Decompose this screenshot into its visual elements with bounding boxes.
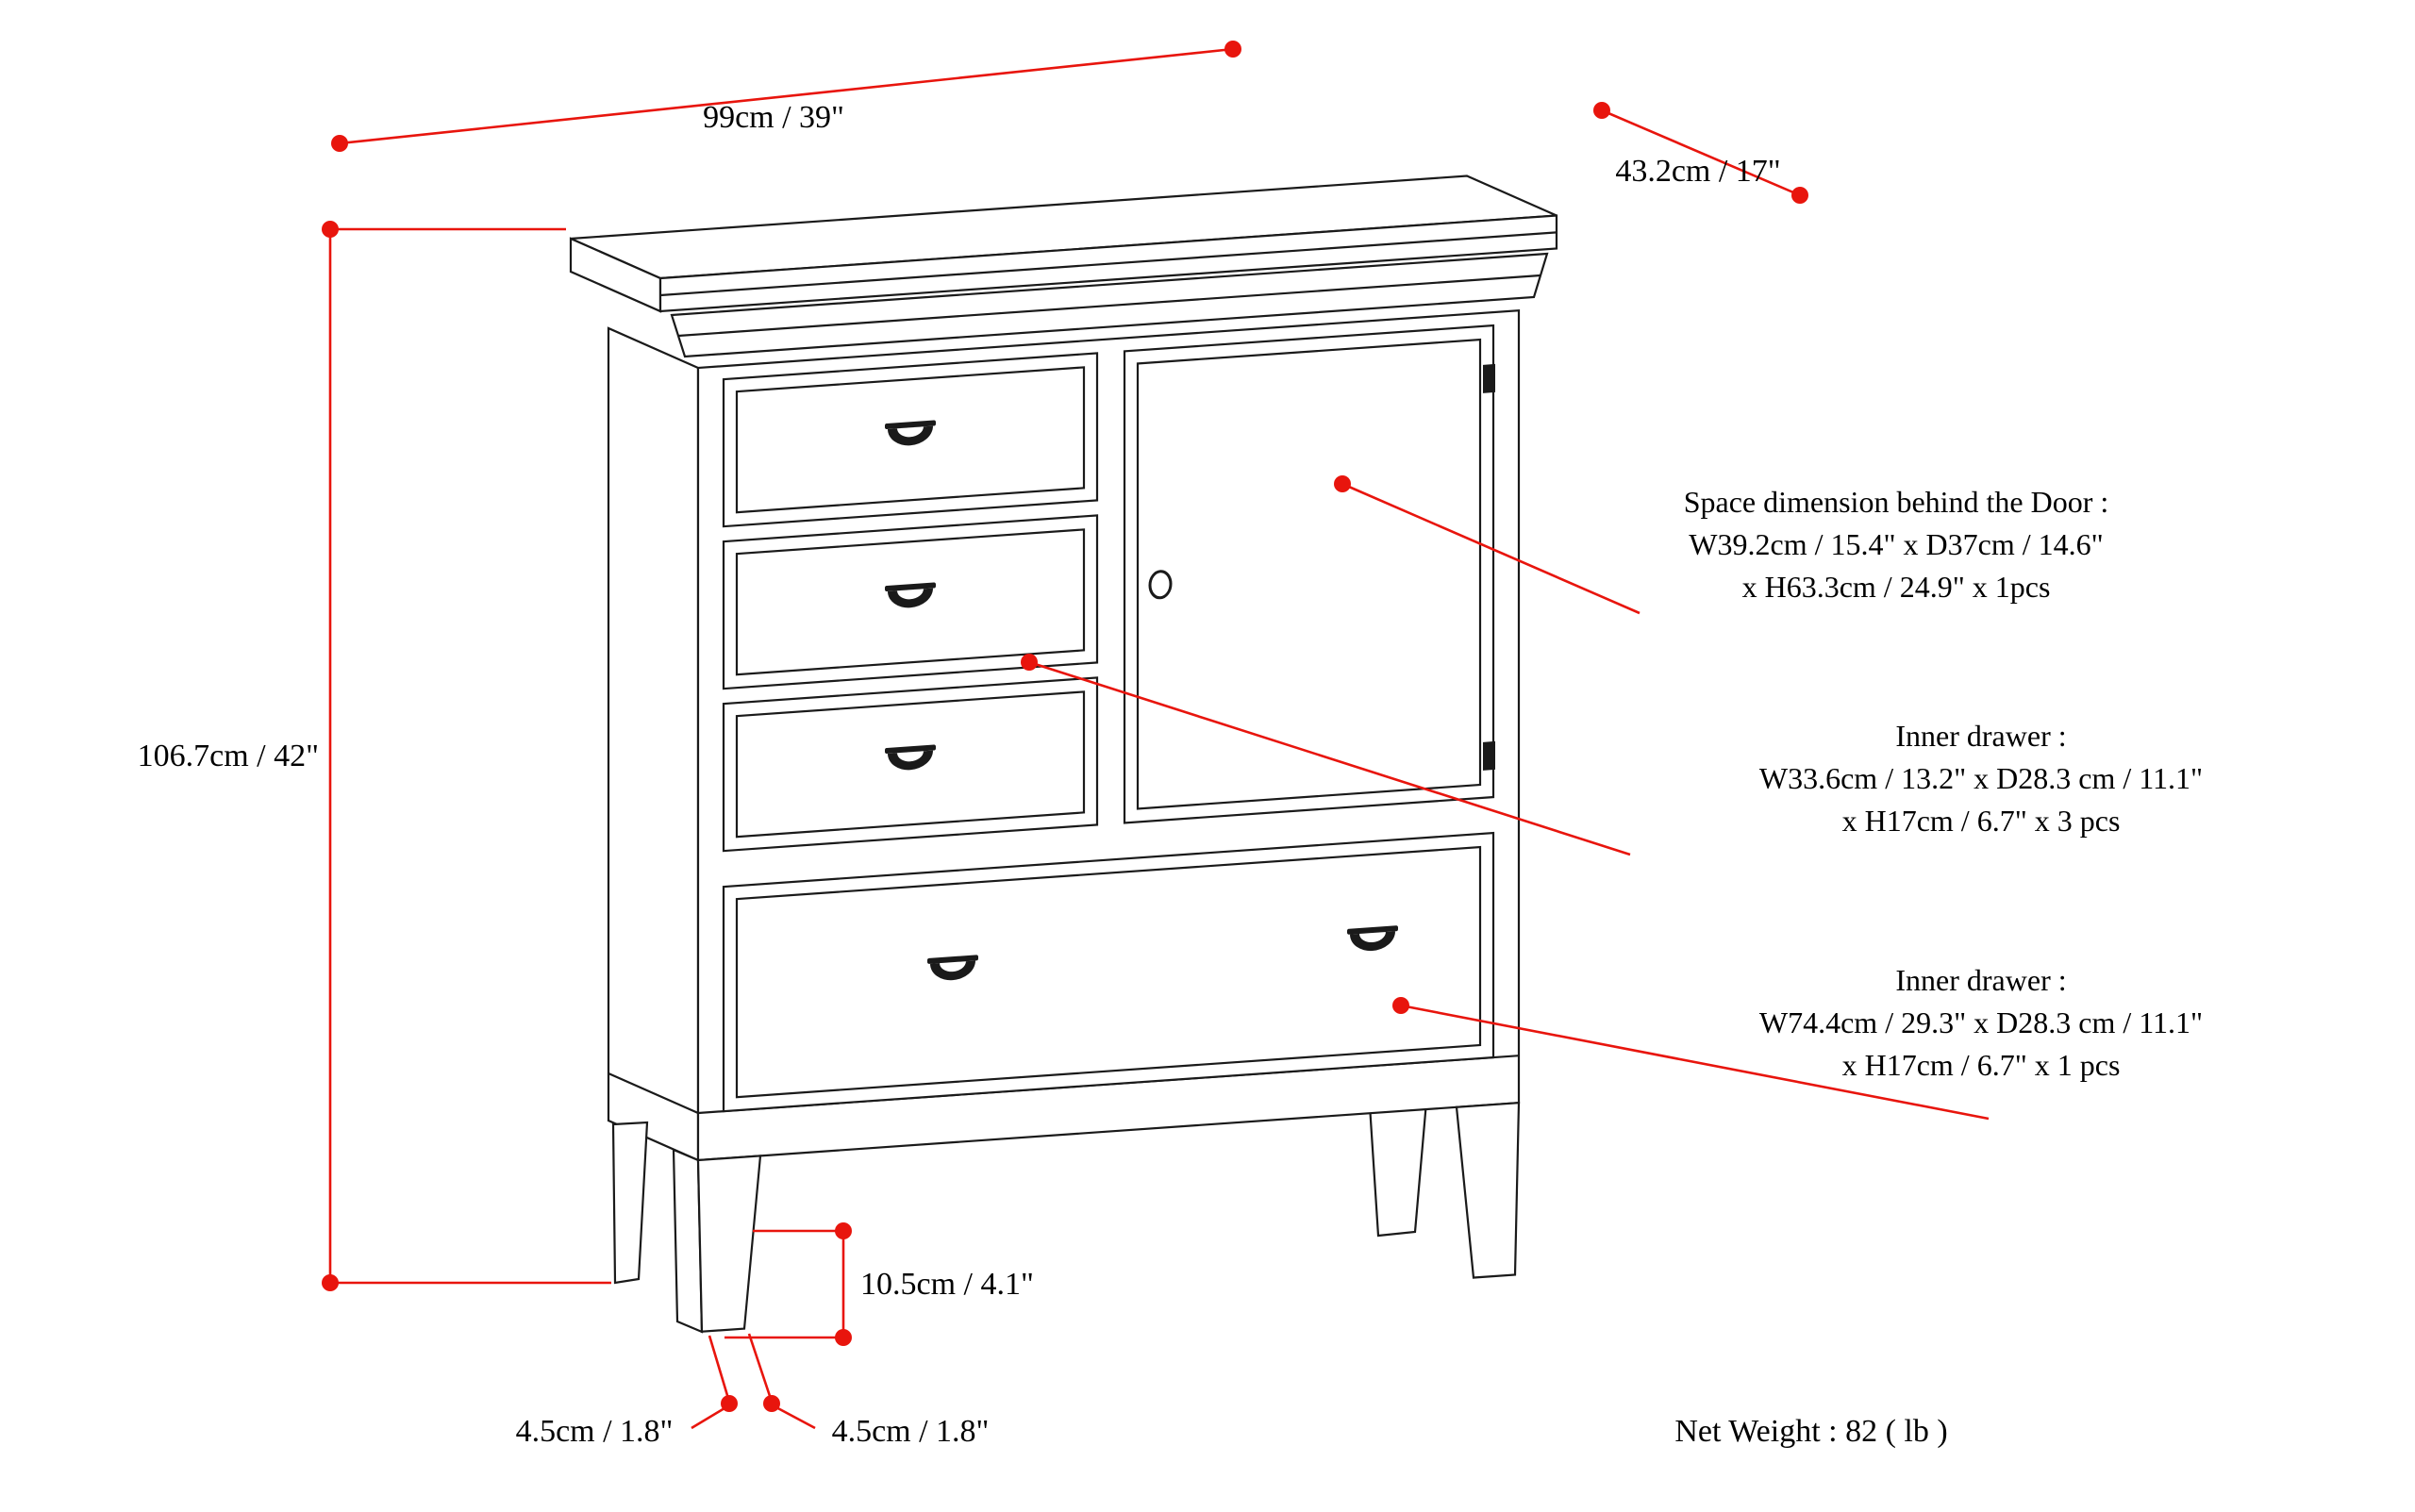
small-drawer-leader-dot xyxy=(1021,654,1038,671)
dimension-lines xyxy=(322,41,1990,1430)
drawer-2-inset xyxy=(735,528,1086,676)
slab-front-bevel-line xyxy=(659,231,1557,297)
leg-front-width-label: 4.5cm / 1.8" xyxy=(516,1414,674,1449)
inner-drawer-large-line-3: x H17cm / 6.7" x 1 pcs xyxy=(1842,1048,2121,1082)
door-space-line-1: Space dimension behind the Door : xyxy=(1684,485,2109,519)
door-hinge-top-icon xyxy=(1483,363,1495,393)
leg-width-leader-right xyxy=(772,1404,816,1430)
front-left-leg xyxy=(696,1155,762,1333)
large-drawer-leader-line xyxy=(1400,1004,1990,1121)
inner-drawer-small-annotation: Inner drawer : W33.6cm / 13.2" x D28.3 c… xyxy=(1759,719,2203,838)
back-right-leg xyxy=(1368,1100,1428,1238)
door-knob-icon xyxy=(1148,570,1173,600)
dimension-labels: 99cm / 39" 43.2cm / 17" 106.7cm / 42" 10… xyxy=(138,100,1781,1449)
door-hinge-bottom-icon xyxy=(1483,740,1495,771)
door-space-annotation: Space dimension behind the Door : W39.2c… xyxy=(1684,485,2109,604)
door-leader-dot xyxy=(1334,475,1351,492)
bottom-drawer-left-handle-icon xyxy=(927,955,978,981)
front-face xyxy=(696,308,1521,1333)
bottom-drawer-right-handle-icon xyxy=(1347,925,1398,952)
height-dim-dot-top xyxy=(322,221,339,238)
depth-dim-dot-left xyxy=(1593,102,1610,119)
leg-height-label: 10.5cm / 4.1" xyxy=(860,1267,1034,1302)
front-right-leg xyxy=(1455,1101,1521,1279)
inner-drawer-small-line-3: x H17cm / 6.7" x 3 pcs xyxy=(1842,804,2121,838)
width-dim-dot-left xyxy=(331,135,348,152)
inner-drawer-large-annotation: Inner drawer : W74.4cm / 29.3" x D28.3 c… xyxy=(1759,963,2203,1082)
width-dim-dot-right xyxy=(1224,41,1241,58)
cabinet-door xyxy=(1123,324,1495,824)
small-drawer-leader-line xyxy=(1028,660,1631,856)
height-dim-dot-bottom xyxy=(322,1274,339,1291)
inner-drawer-small-line-1: Inner drawer : xyxy=(1895,719,2066,753)
inner-drawer-small-line-2: W33.6cm / 13.2" x D28.3 cm / 11.1" xyxy=(1759,761,2203,795)
cabinet-drawing xyxy=(569,174,1558,1334)
door-leader-line xyxy=(1341,482,1641,615)
depth-dim-dot-right xyxy=(1791,187,1808,204)
depth-dimension-line xyxy=(1601,108,1801,197)
slab-trim-line xyxy=(677,274,1541,338)
leg-side-width-label: 4.5cm / 1.8" xyxy=(832,1414,990,1449)
door-panel-inset xyxy=(1136,338,1482,810)
width-dimension-line xyxy=(339,47,1234,145)
door-space-line-3: x H63.3cm / 24.9" x 1pcs xyxy=(1742,570,2051,604)
back-left-leg xyxy=(611,1121,649,1285)
drawer-2-handle-icon xyxy=(885,582,936,608)
large-drawer-leader-dot xyxy=(1392,997,1409,1014)
leg-width-dot-right xyxy=(763,1395,780,1412)
width-dimension-label: 99cm / 39" xyxy=(703,100,844,135)
left-side-rail-line xyxy=(608,1072,699,1115)
inner-drawer-large-line-1: Inner drawer : xyxy=(1895,963,2066,997)
drawer-3-inset xyxy=(735,690,1086,839)
bottom-drawer-inset xyxy=(735,845,1482,1099)
drawer-3-handle-icon xyxy=(885,744,936,771)
drawer-1-handle-icon xyxy=(885,420,936,446)
leg-width-dot-left xyxy=(721,1395,738,1412)
drawer-1-inset xyxy=(735,366,1086,514)
top-slab xyxy=(569,174,1558,358)
left-side-panel xyxy=(607,326,700,1162)
leg-width-line-left xyxy=(708,1335,731,1403)
depth-dimension-label: 43.2cm / 17" xyxy=(1615,154,1780,189)
leg-height-dot-bottom xyxy=(835,1329,852,1346)
height-dimension-label: 106.7cm / 42" xyxy=(138,739,319,773)
door-space-line-2: W39.2cm / 15.4" x D37cm / 14.6" xyxy=(1689,527,2103,561)
inner-drawer-large-line-2: W74.4cm / 29.3" x D28.3 cm / 11.1" xyxy=(1759,1005,2203,1039)
net-weight-label: Net Weight : 82 ( lb ) xyxy=(1674,1414,1947,1449)
bottom-drawer xyxy=(722,831,1495,1113)
leg-height-dot-top xyxy=(835,1222,852,1239)
leg-width-line-right xyxy=(747,1333,774,1403)
